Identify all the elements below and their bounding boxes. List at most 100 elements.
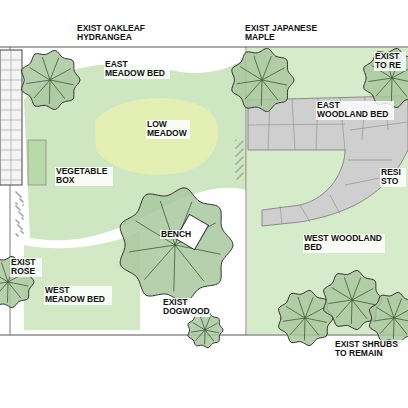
branch-stroke [305,318,319,336]
gravel-dot [15,202,16,203]
gravel-dot [22,215,23,216]
gravel-dot [18,208,19,209]
branch-stroke [391,78,393,102]
gravel-dot [237,169,238,170]
gravel-dot [21,217,22,218]
branch-stroke [205,330,214,341]
branch-stroke [387,298,394,318]
plant-canopy [188,312,223,348]
gravel-dot [235,163,236,164]
plan-label: BENCH [160,230,196,239]
branch-stroke [368,78,392,82]
branch-stroke [392,78,407,97]
stone-joint [348,160,392,161]
gravel-dot [236,146,237,147]
gravel-dot [22,232,23,233]
gravel-dot [21,231,22,232]
plan-label: VEGETABLE BOX [55,167,113,186]
gravel-dot [238,160,239,161]
branch-stroke [175,245,204,281]
branch-stroke [254,56,262,80]
branch-stroke [352,289,373,300]
property-line [0,47,408,48]
west-meadow-bed [24,232,140,330]
branch-stroke [245,80,262,99]
branch-stroke [50,69,71,80]
branch-stroke [262,80,278,100]
gravel-dot [16,220,17,221]
branch-stroke [49,80,51,104]
gravel-dot [241,173,242,174]
plan-label: LOW MEADOW [146,120,190,139]
branch-stroke [174,245,175,291]
gravel-dot [240,174,241,175]
branch-stroke [0,282,8,298]
gravel-dot [240,150,241,151]
plan-label: EAST WOODLAND BED [316,101,394,120]
gravel-dot [18,211,19,212]
branch-stroke [352,278,361,300]
plant-canopy [120,188,233,302]
plan-label: EXIST OAKLEAF HYDRANGEA [76,24,150,43]
plant-canopy [369,292,408,343]
stone-joints [248,96,408,224]
plan-label: EAST MEADOW BED [104,60,170,79]
branch-stroke [200,316,205,330]
gravel-dot [19,209,20,210]
stone-joint [280,206,282,224]
plant-canopy [364,48,408,107]
gravel-dot [240,166,241,167]
gravel-dot [18,194,19,195]
gravel-dot [21,228,22,229]
gravel-dot [235,171,236,172]
gravel-dot [242,156,243,157]
gravel-dot [16,203,17,204]
stone-path [248,96,408,226]
gravel-dot [17,224,18,225]
branch-stroke [0,282,8,285]
gravel-dot [22,218,23,219]
gravel-dot [236,178,237,179]
plant-canopy [279,290,333,345]
branch-stroke [262,68,284,80]
gravel-dot [241,141,242,142]
gravel-dot [242,148,243,149]
branch-stroke [262,56,271,80]
branch-stroke [376,307,394,318]
vegetable-grid [0,50,22,185]
stone-joint [330,195,340,214]
gravel-dot [235,147,236,148]
gravel-dot [20,230,21,231]
gravel-dot [236,170,237,171]
gravel-dot [238,144,239,145]
plan-label: EXIST DOGWOOD [162,298,210,317]
gravel-dot [241,157,242,158]
branch-stroke [394,318,407,334]
branch-stroke [394,299,402,318]
branch-stroke [328,300,352,304]
branch-stroke [305,297,313,318]
branch-stroke [191,330,205,332]
gravel-dot [22,201,23,202]
gravel-dot [21,200,22,201]
branch-stroke [394,308,408,318]
branch-stroke [1,262,8,282]
branch-stroke [50,58,59,80]
branch-stroke [298,297,305,318]
branch-stroke [26,80,50,84]
stone-joint [345,178,380,185]
gravel-dot [17,221,18,222]
gravel-dot [236,154,237,155]
branch-stroke [305,307,325,318]
branch-stroke [129,245,175,252]
stone-joint [248,124,345,125]
gravel-dot [19,212,20,213]
gravel-dot [239,175,240,176]
gravel-dot [241,149,242,150]
gravel-dot [19,195,20,196]
plant-canopy [22,50,80,109]
branch-stroke [42,57,50,80]
plants [0,48,408,347]
